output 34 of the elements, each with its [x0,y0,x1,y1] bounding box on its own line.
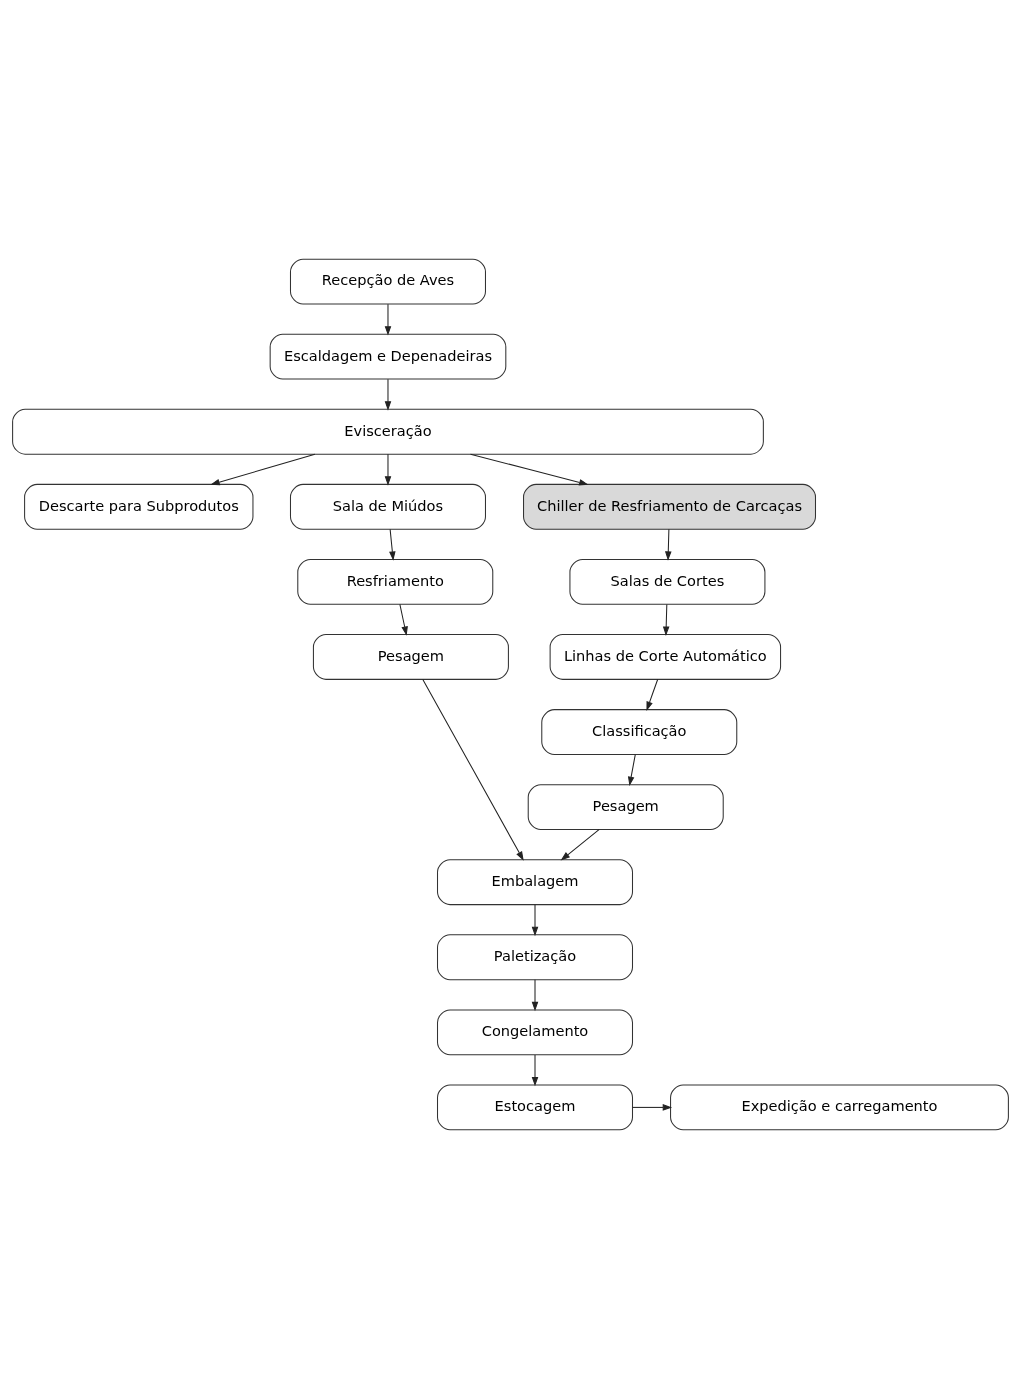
node-box: Congelamento [437,1009,633,1056]
arrow [389,528,396,561]
node-box: Estocagem [437,1084,633,1131]
node-box: Chiller de Resfriamento de Carcaças [523,483,816,530]
arrow [662,603,670,636]
node-box: Pesagem [312,634,509,680]
node-box: Embalagem [437,859,633,906]
arrow [531,904,539,937]
node-box: Resfriamento [297,558,494,605]
arrow [632,1104,673,1111]
node-box: Escaldagem e Depenadeiras [269,333,507,380]
arrow [384,303,392,336]
arrow [627,754,636,786]
arrow [384,378,392,411]
node-box: Evisceração [12,408,764,455]
node-box: Linhas de Corte Automático [549,634,782,680]
node-box: Sala de Miúdos [289,483,486,530]
node-box: Expedição e carregamento [670,1084,1009,1131]
arrow [422,678,524,861]
node-box: Classificação [541,709,738,755]
arrow [531,979,539,1012]
node-box: Descarte para Subprodutos [24,483,254,530]
node-box: Recepção de Aves [289,258,486,305]
arrow [399,603,408,636]
arrow [646,679,659,711]
arrow [470,453,589,486]
arrow [531,1054,539,1087]
node-box: Salas de Cortes [569,558,766,605]
node-box: Paletização [437,934,633,981]
arrow [384,453,392,486]
arrow [665,528,672,561]
arrow [560,829,600,861]
arrow [210,453,316,486]
node-box: Pesagem [527,784,724,831]
